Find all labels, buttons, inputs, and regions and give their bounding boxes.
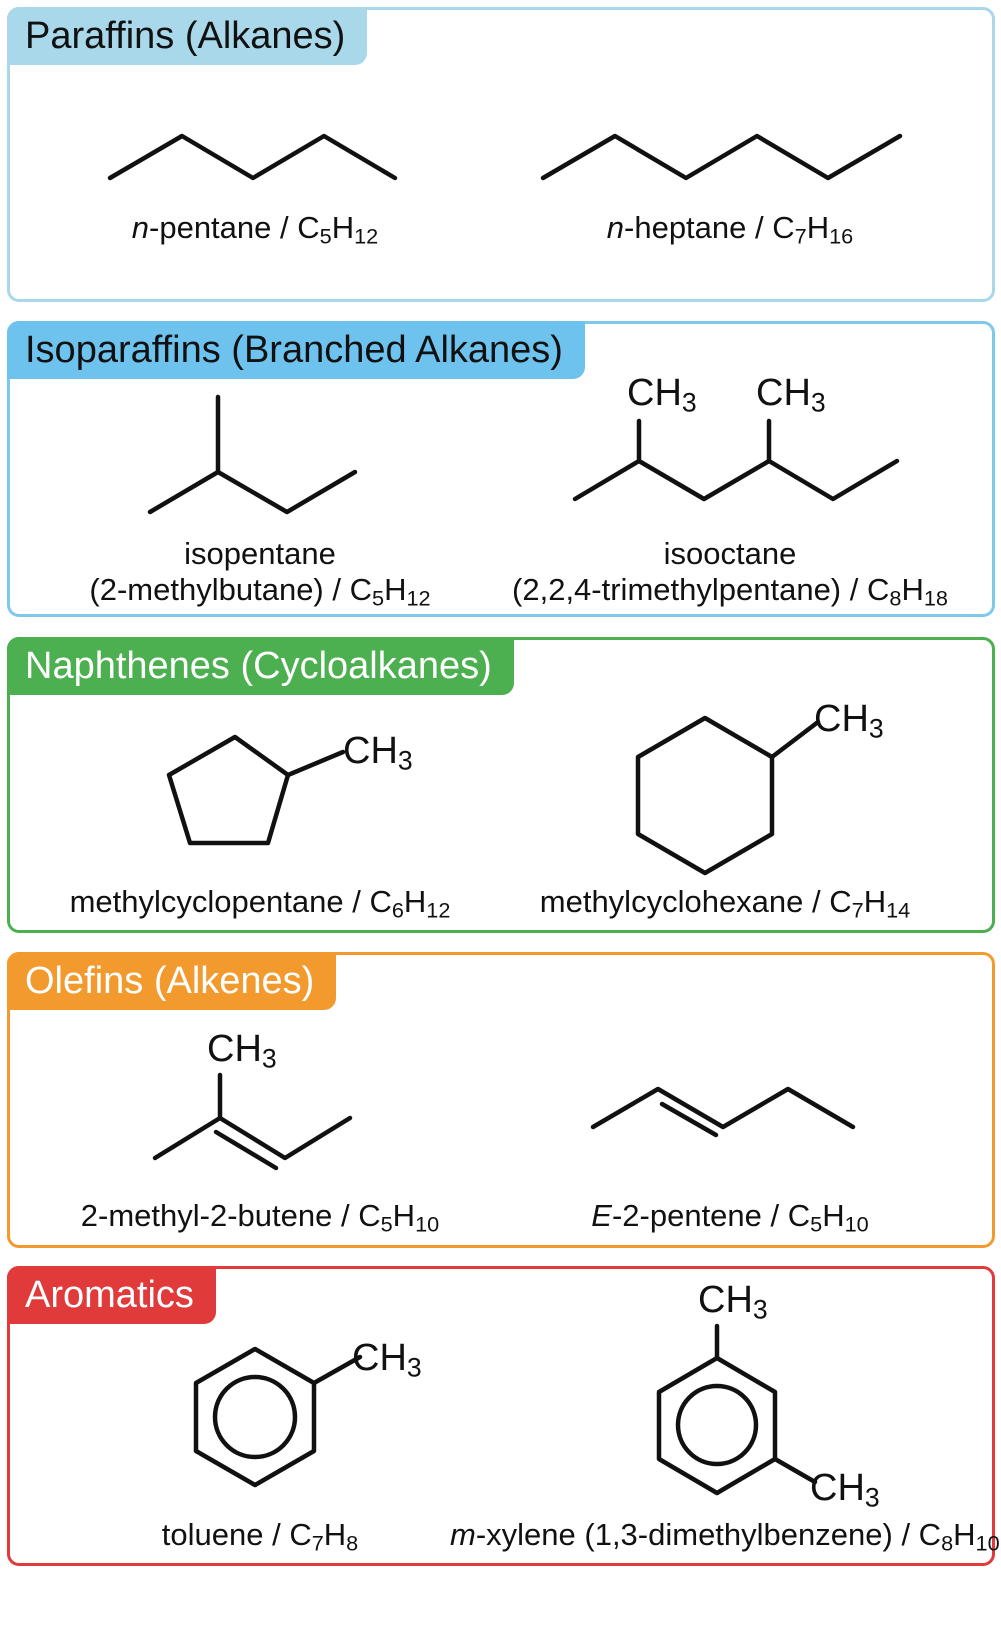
section-title: Isoparaffins (Branched Alkanes) bbox=[7, 321, 585, 379]
ch3-label: CH3 bbox=[810, 1467, 880, 1513]
section-title: Naphthenes (Cycloalkanes) bbox=[7, 637, 514, 695]
caption-e-2-pentene: E-2-pentene / C5H10 bbox=[591, 1198, 869, 1237]
structure-isooctane bbox=[572, 418, 915, 509]
structure-e-2-pentene bbox=[590, 1075, 870, 1145]
caption-n-pentane: n-pentane / C5H12 bbox=[131, 210, 379, 249]
section-title: Aromatics bbox=[7, 1266, 216, 1324]
structure-m-xylene bbox=[645, 1323, 865, 1496]
ch3-label: CH3 bbox=[814, 698, 884, 744]
section-title: Olefins (Alkenes) bbox=[7, 952, 337, 1010]
caption-2-methyl-2-butene: 2-methyl-2-butene / C5H10 bbox=[80, 1198, 440, 1237]
section-aromatics: Aromatics CH3 toluene / C7H8 CH3 CH3 m-x… bbox=[7, 1266, 1000, 1566]
caption-isopentane: isopentane (2-methylbutane) / C5H12 bbox=[89, 536, 431, 611]
caption-methylcyclopentane: methylcyclopentane / C6H12 bbox=[69, 884, 451, 923]
structure-methylcyclopentane bbox=[160, 730, 360, 860]
section-olefins: Olefins (Alkenes) CH3 2-methyl-2-butene … bbox=[7, 952, 995, 1248]
caption-methylcyclohexane: methylcyclohexane / C7H14 bbox=[539, 884, 911, 923]
section-title: Paraffins (Alkanes) bbox=[7, 7, 368, 65]
structure-n-pentane bbox=[107, 128, 410, 188]
caption-isooctane: isooctane (2,2,4-trimethylpentane) / C8H… bbox=[512, 536, 948, 611]
ch3-label: CH3 bbox=[352, 1337, 422, 1383]
ch3-label: CH3 bbox=[207, 1028, 277, 1074]
caption-toluene: toluene / C7H8 bbox=[161, 1517, 359, 1556]
structure-methylcyclohexane bbox=[625, 690, 825, 880]
ch3-label: CH3 bbox=[343, 730, 413, 776]
caption-m-xylene: m-xylene (1,3-dimethylbenzene) / C8H10 bbox=[450, 1517, 1000, 1556]
caption-n-heptane: n-heptane / C7H16 bbox=[606, 210, 854, 249]
section-isoparaffins: Isoparaffins (Branched Alkanes) isopenta… bbox=[7, 321, 995, 617]
section-naphthenes: Naphthenes (Cycloalkanes) CH3 methylcycl… bbox=[7, 637, 995, 933]
structure-n-heptane bbox=[540, 128, 913, 188]
section-paraffins: Paraffins (Alkanes) n-pentane / C5H12 n-… bbox=[7, 7, 995, 302]
structure-toluene bbox=[180, 1329, 380, 1509]
structure-2-methyl-2-butene bbox=[150, 1070, 370, 1171]
ch3-label: CH3 bbox=[756, 372, 826, 418]
ch3-label: CH3 bbox=[698, 1279, 768, 1325]
ch3-label: CH3 bbox=[627, 372, 697, 418]
structure-isopentane bbox=[147, 394, 370, 524]
